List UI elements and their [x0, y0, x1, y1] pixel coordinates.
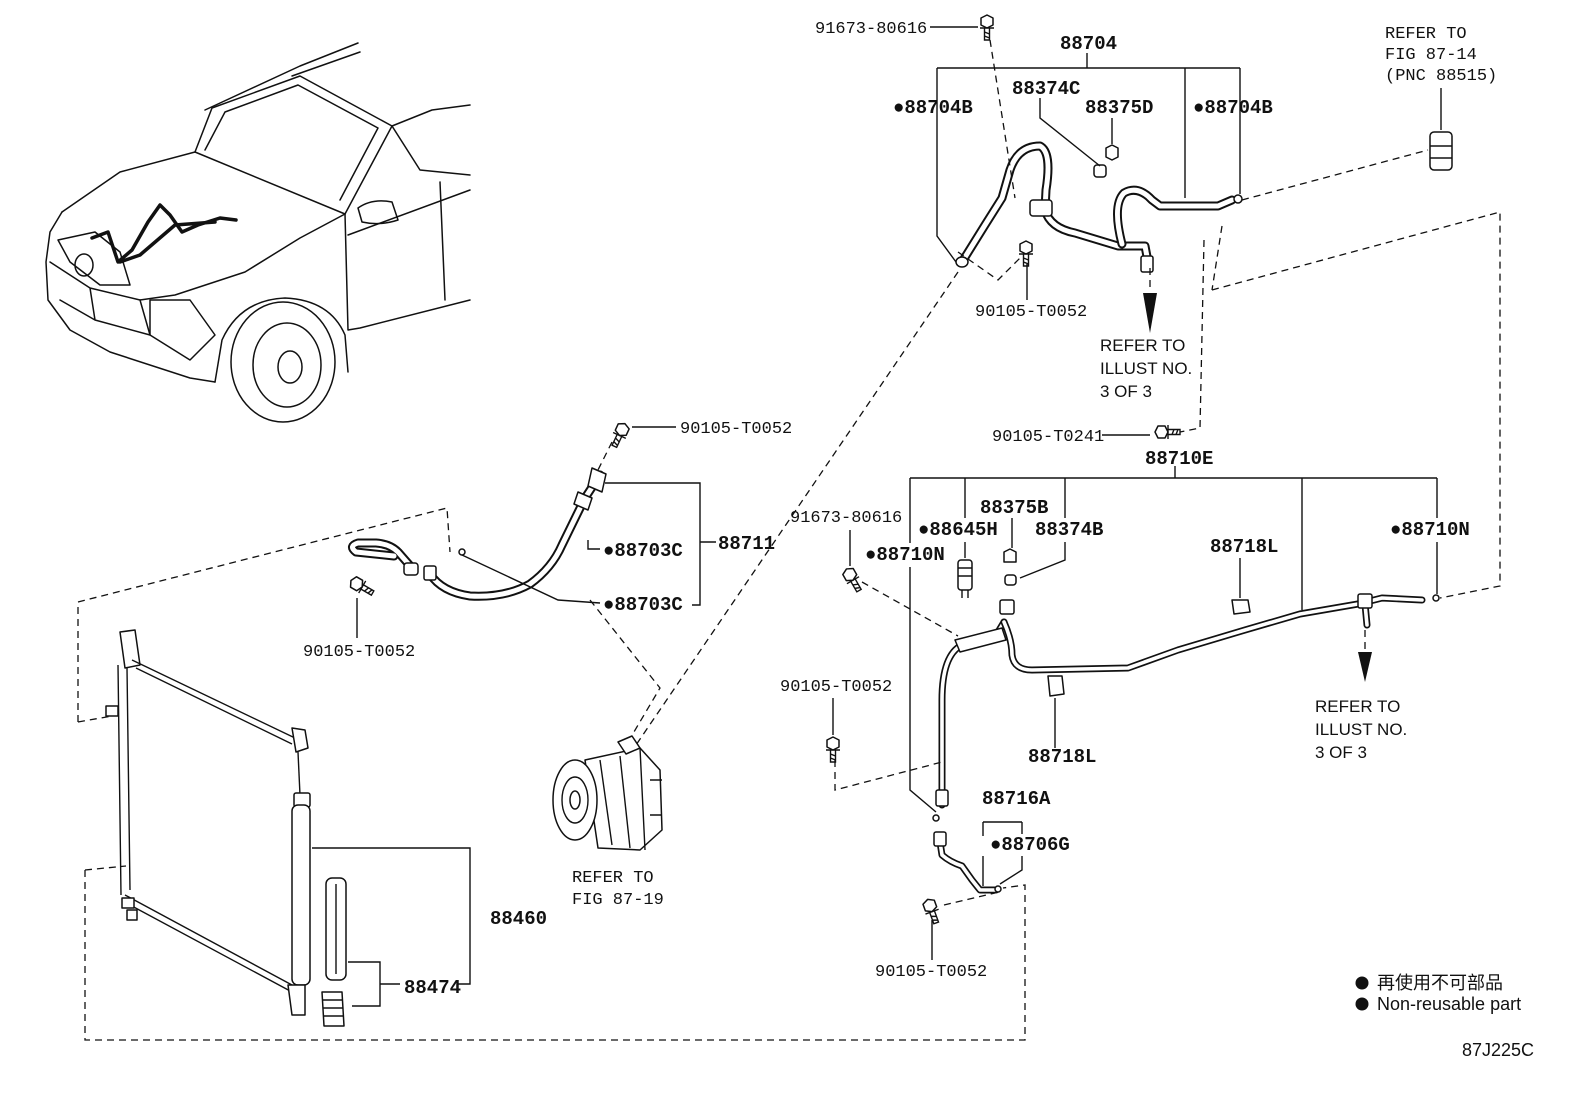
- callout-88703C-lower: ●88703C: [603, 594, 683, 616]
- callout-88718L-lower: 88718L: [1028, 746, 1096, 768]
- refer-note-right: ILLUST NO.: [1315, 720, 1407, 739]
- figure-code: 87J225C: [1462, 1040, 1534, 1060]
- refer-note-right: REFER TO: [1315, 697, 1400, 716]
- mount-bracket: [954, 627, 1007, 653]
- plug: [321, 991, 345, 1027]
- callout-88375D: 88375D: [1085, 97, 1153, 119]
- callout-88703C-upper: ●88703C: [603, 540, 683, 562]
- bolt-top: [979, 14, 995, 41]
- callout-88710N-right: ●88710N: [1390, 519, 1470, 541]
- refer-note-right: 3 OF 3: [1315, 743, 1367, 762]
- compressor: [552, 735, 663, 851]
- callout-88711: 88711: [718, 533, 775, 555]
- non-reusable-dot-icon: [1355, 997, 1369, 1011]
- refer-note-compressor: FIG 87-19: [572, 891, 664, 910]
- referenced-part-88515: [1241, 88, 1453, 201]
- callout-88718L-upper: 88718L: [1210, 536, 1278, 558]
- bolt-top: [607, 419, 633, 451]
- part-88374C: [1093, 164, 1107, 178]
- clamp: [1029, 199, 1053, 217]
- pipe-assembly-88710E: [932, 548, 1440, 822]
- part-88375B: [1003, 548, 1017, 563]
- fitting: [1357, 593, 1373, 609]
- fitting: [423, 565, 437, 581]
- desiccant-88474: [321, 877, 400, 1027]
- refer-note-top: 3 OF 3: [1100, 382, 1152, 401]
- legend: 再使用不可部品 Non-reusable part: [1355, 973, 1521, 1014]
- refer-note-top: ILLUST NO.: [1100, 359, 1192, 378]
- callout-88375B: 88375B: [980, 497, 1048, 519]
- callout-90105-T0052-hose: 90105-T0052: [680, 420, 792, 439]
- bolt-clip: [839, 564, 866, 595]
- clip-88718L-upper: [1231, 599, 1251, 615]
- callout-90105-T0052-mid: 90105-T0052: [780, 678, 892, 697]
- callout-88716A: 88716A: [982, 788, 1051, 810]
- bolt-left: [346, 573, 377, 600]
- receiver-tank: [291, 804, 311, 986]
- callout-88374B: 88374B: [1035, 519, 1103, 541]
- refer-note-top: REFER TO: [1100, 336, 1185, 355]
- wheel: [230, 301, 336, 423]
- fitting: [955, 256, 969, 268]
- leaders-88711: [356, 426, 716, 638]
- callout-90105-T0241: 90105-T0241: [992, 428, 1104, 447]
- callout-90105-T0052-bottom: 90105-T0052: [875, 963, 987, 982]
- callout-91673-80616-top: 91673-80616: [815, 20, 927, 39]
- fitting: [933, 831, 947, 847]
- pipe-88716A: [931, 821, 1023, 960]
- part-88375D: [1105, 144, 1119, 161]
- callout-91673-80616-mid: 91673-80616: [790, 509, 902, 528]
- fitting: [573, 491, 593, 511]
- callout-88706G: ●88706G: [990, 834, 1070, 856]
- non-reusable-dot-icon: [1355, 976, 1369, 990]
- pipe-assembly-88704: [955, 144, 1243, 273]
- callout-88710N-left: ●88710N: [865, 544, 945, 566]
- callout-88710E: 88710E: [1145, 448, 1213, 470]
- arrow-down-icon: [1143, 293, 1157, 333]
- arrow-down-icon: [1358, 652, 1372, 682]
- refer-note-compressor: REFER TO: [572, 869, 654, 888]
- mirror: [357, 200, 399, 225]
- refer-note-top-right: FIG 87-14: [1385, 46, 1477, 65]
- callout-90105-T0052-top: 90105-T0052: [975, 303, 1087, 322]
- callout-88704: 88704: [1060, 33, 1117, 55]
- legend-text-en: Non-reusable part: [1377, 994, 1521, 1014]
- refer-note-top-right: (PNC 88515): [1385, 67, 1497, 86]
- legend-text-jp: 再使用不可部品: [1377, 973, 1503, 993]
- fitting: [587, 467, 607, 493]
- bolt: [825, 736, 841, 763]
- callout-88460: 88460: [490, 908, 547, 930]
- callout-88704B-right: ●88704B: [1193, 97, 1273, 119]
- hose-88711: [352, 467, 607, 596]
- callout-labels: 91673-80616 88704 ●88704B 88374C 88375D …: [303, 20, 1497, 999]
- part-88374B: [1004, 574, 1017, 586]
- refer-note-top-right: REFER TO: [1385, 25, 1467, 44]
- bolt-t0241: [1154, 424, 1181, 440]
- fitting: [403, 562, 419, 576]
- callout-88704B-left: ●88704B: [893, 97, 973, 119]
- fitting: [935, 789, 949, 807]
- bolt: [1018, 240, 1034, 267]
- leaders-88704: [930, 26, 1241, 333]
- callout-88645H: ●88645H: [918, 519, 998, 541]
- condenser-88460: [105, 629, 471, 1016]
- part-88645H: [957, 559, 973, 591]
- dashed-connections: [77, 211, 1501, 1041]
- leaders-88710E: [832, 434, 1438, 813]
- vehicle-outline: [45, 42, 471, 423]
- fitting: [999, 599, 1015, 615]
- callout-90105-T0052-left: 90105-T0052: [303, 643, 415, 662]
- clip-88718L-lower: [1047, 675, 1065, 697]
- fitting: [1140, 255, 1154, 273]
- callout-88474: 88474: [404, 977, 461, 999]
- callout-88374C: 88374C: [1012, 78, 1080, 100]
